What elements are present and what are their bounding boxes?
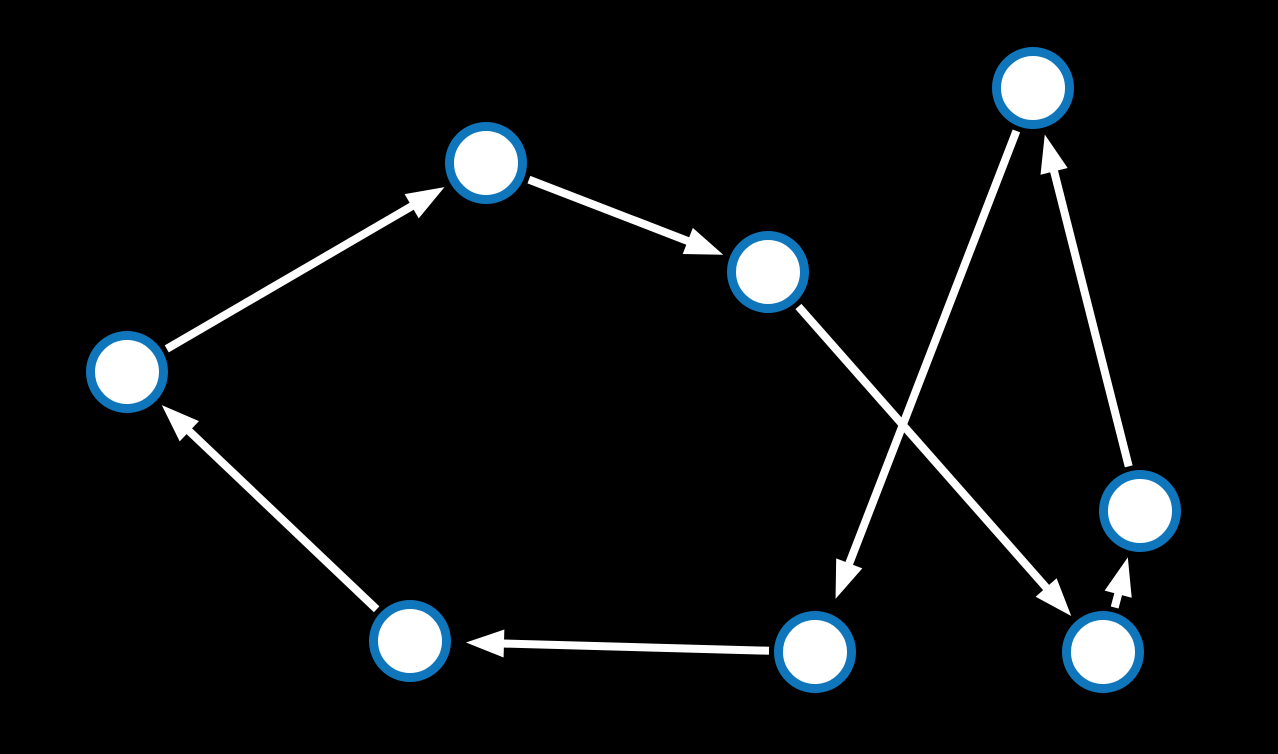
graph-node	[1099, 470, 1181, 552]
graph-edge-shaft	[164, 201, 416, 353]
graph-edge-shaft	[844, 129, 1021, 567]
graph-node	[992, 47, 1074, 129]
graph-edge-arrowhead	[1035, 578, 1072, 616]
graph-edge-arrowhead	[682, 227, 724, 255]
graph-edge-arrowhead	[835, 558, 863, 599]
graph-edge-shaft	[527, 175, 692, 246]
graph-edge-arrowhead	[161, 405, 199, 442]
graph-node	[1062, 611, 1144, 693]
graph-node	[774, 611, 856, 693]
graph-edge-arrowhead	[1104, 557, 1132, 598]
graph-node	[727, 231, 809, 313]
graph-edge-shaft	[1110, 591, 1123, 609]
graph-node	[369, 600, 451, 682]
graph-edge-shaft	[795, 303, 1051, 592]
graph-edge-shaft	[1049, 168, 1133, 468]
graph-edge-shaft	[185, 426, 380, 613]
graph-edge-shaft	[501, 639, 770, 655]
graph-node	[86, 331, 168, 413]
graph-edge-arrowhead	[404, 187, 445, 219]
graph-node	[445, 122, 527, 204]
graph-edge-arrowhead	[1040, 134, 1068, 175]
graph-edge-arrowhead	[465, 629, 505, 658]
